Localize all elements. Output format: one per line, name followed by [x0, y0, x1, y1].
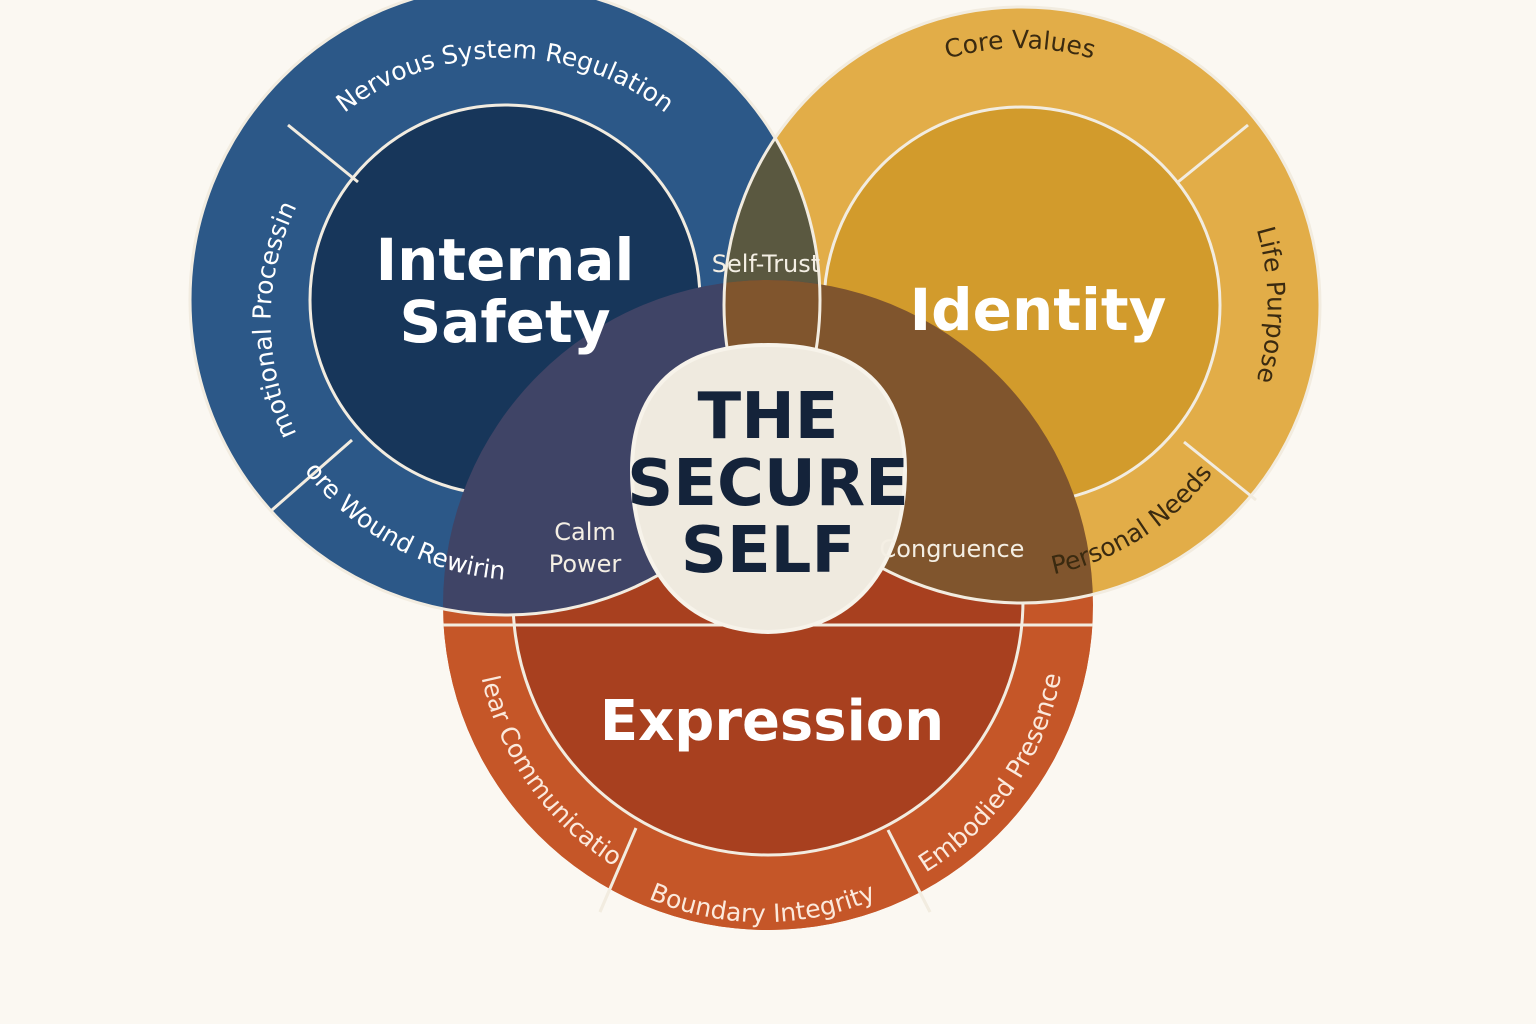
internal-safety-title-line-2: Safety	[399, 288, 610, 356]
overlap-label-congruence: Congruence	[880, 535, 1025, 563]
expression-lower-section	[443, 625, 1093, 930]
overlap-label-calm: Calm	[554, 518, 616, 546]
safety-outline	[188, 0, 822, 617]
overlap-identity-expression	[724, 280, 1093, 603]
identity-title: Identity	[910, 276, 1167, 344]
expression-title: Expression	[600, 689, 944, 754]
internal-safety-title-line-1: Internal	[376, 226, 635, 294]
center-line-2: SECURE	[627, 447, 909, 521]
overlap-label-self-trust: Self-Trust	[712, 250, 820, 278]
overlap-label-power: Power	[549, 550, 622, 578]
center-secure-self: THE SECURE SELF	[627, 342, 909, 635]
center-line-3: SELF	[681, 514, 855, 588]
center-line-1: THE	[698, 380, 839, 454]
identity-outline	[722, 5, 1322, 605]
